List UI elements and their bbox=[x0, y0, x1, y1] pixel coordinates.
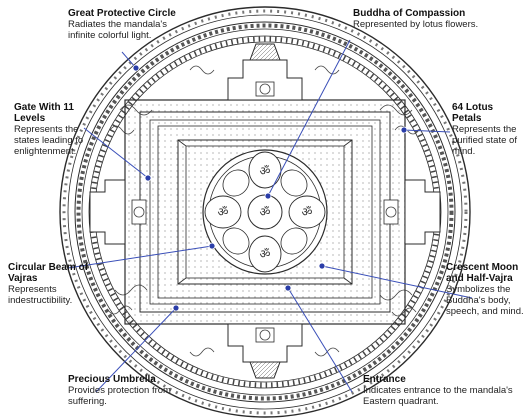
callout-64-lotus-petals: 64 Lotus Petals Represents the purified … bbox=[452, 102, 524, 157]
callout-title: 64 Lotus Petals bbox=[452, 102, 494, 124]
central-lotus bbox=[202, 149, 328, 275]
callout-description: Represents indestructibility. bbox=[8, 284, 73, 306]
gate-bottom bbox=[227, 323, 303, 379]
callout-title: Gate With 11 Levels bbox=[14, 102, 74, 124]
callout-description: Represents the purified state of mind. bbox=[452, 124, 517, 157]
callout-buddha-of-compassion: Buddha of Compassion Represented by lotu… bbox=[353, 8, 523, 30]
seed-syllable-icons: ॐ ॐ ॐ ॐ ॐ bbox=[218, 164, 313, 261]
gate-top bbox=[227, 43, 303, 101]
callout-title: Precious Umbrella bbox=[68, 374, 156, 385]
seed-syllable-icon: ॐ bbox=[260, 205, 271, 219]
leader-lines bbox=[67, 39, 473, 393]
callout-description: Represents the states leading to enlight… bbox=[14, 124, 84, 157]
seed-syllable-icon: ॐ bbox=[218, 205, 229, 219]
callout-description: Represented by lotus flowers. bbox=[353, 19, 479, 30]
seed-syllable-icon: ॐ bbox=[302, 205, 313, 219]
callout-great-protective-circle: Great Protective Circle Radiates the man… bbox=[68, 8, 228, 41]
callout-precious-umbrella: Precious Umbrella Provides protection fr… bbox=[68, 374, 178, 407]
callout-description: Radiates the mandala's infinite colorful… bbox=[68, 19, 167, 41]
callout-title: Great Protective Circle bbox=[68, 8, 176, 19]
callout-description: Provides protection from suffering. bbox=[68, 385, 171, 407]
seed-syllable-icon: ॐ bbox=[260, 164, 271, 178]
callout-circular-beam-of-vajras: Circular Beam of Vajras Represents indes… bbox=[8, 262, 98, 306]
gate-deity-marks bbox=[133, 83, 397, 341]
gate-left bbox=[89, 179, 147, 245]
callout-title: Circular Beam of Vajras bbox=[8, 262, 89, 284]
callout-title: Crescent Moon and Half-Vajra bbox=[446, 262, 519, 284]
callout-entrance: Entrance Indicates entrance to the manda… bbox=[363, 374, 527, 407]
callout-description: Indicates entrance to the mandala's East… bbox=[363, 385, 513, 407]
callout-title: Buddha of Compassion bbox=[353, 8, 466, 19]
great-protective-circle-ring bbox=[59, 6, 471, 418]
callout-crescent-moon-half-vajra: Crescent Moon and Half-Vajra Symbolizes … bbox=[446, 262, 530, 317]
circular-beam-of-vajras-ring bbox=[76, 23, 454, 401]
gate-right bbox=[383, 179, 441, 245]
callout-title: Entrance bbox=[363, 374, 406, 385]
callout-description: Symbolizes the Buddha's body, speech, an… bbox=[446, 284, 524, 317]
inner-courtyard bbox=[177, 139, 353, 285]
callout-gate-with-11-levels: Gate With 11 Levels Represents the state… bbox=[14, 102, 84, 157]
marker-dots bbox=[132, 64, 408, 312]
seed-syllable-icon: ॐ bbox=[260, 247, 271, 261]
